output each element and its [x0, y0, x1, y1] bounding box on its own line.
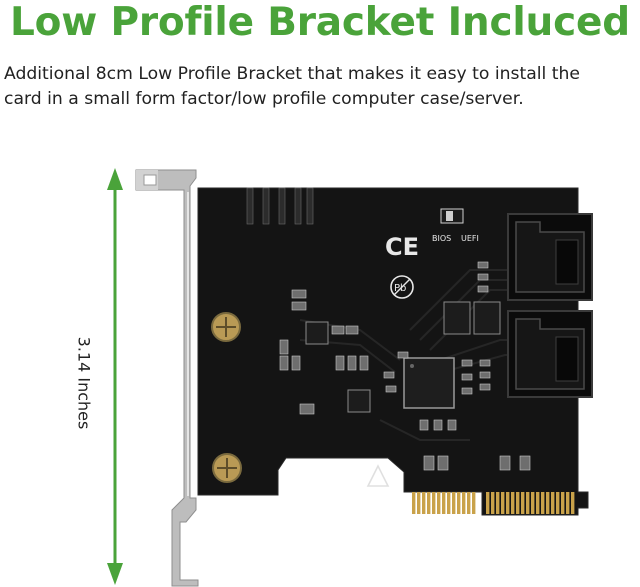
gold-finger	[491, 492, 495, 514]
smd-component	[461, 359, 473, 367]
gold-finger	[566, 492, 570, 514]
gold-finger	[501, 492, 505, 514]
smd-component	[335, 355, 345, 371]
headline: Low Profile Bracket Incluced	[10, 0, 630, 45]
smd-component	[383, 371, 395, 379]
smd-component	[479, 359, 491, 367]
gold-finger	[556, 492, 560, 514]
arrow-head-down	[107, 563, 123, 585]
gold-finger	[541, 492, 545, 514]
uefi-label: UEFI	[461, 234, 479, 243]
gold-finger	[437, 492, 441, 514]
gold-finger	[442, 492, 446, 514]
gold-finger	[432, 492, 436, 514]
smd-component	[437, 455, 449, 471]
gold-finger	[422, 492, 426, 514]
smd-component	[331, 325, 345, 335]
smd-component	[279, 355, 289, 371]
description-line-1: Additional 8cm Low Profile Bracket that …	[4, 64, 580, 84]
gold-finger	[417, 492, 421, 514]
smd-component	[291, 355, 301, 371]
smd-component	[477, 273, 489, 281]
gold-finger	[536, 492, 540, 514]
smd-component	[345, 325, 359, 335]
smd-component	[479, 383, 491, 391]
gold-finger	[516, 492, 520, 514]
arrow-head-up	[107, 168, 123, 190]
gold-finger	[447, 492, 451, 514]
gold-finger	[427, 492, 431, 514]
gold-finger	[486, 492, 490, 514]
smd-component	[519, 455, 531, 471]
smd-component	[433, 419, 443, 431]
bios-label: BIOS	[432, 234, 451, 243]
esd-warning-symbol	[366, 464, 390, 487]
pb-free-mark: Pb	[390, 275, 414, 299]
pb-label: Pb	[394, 283, 406, 294]
smd-component	[279, 339, 289, 355]
ce-mark: CE	[385, 233, 419, 261]
gold-finger	[571, 492, 575, 514]
bios-uefi-jumper: BIOS UEFI	[432, 208, 479, 243]
bracket-screw-bottom	[212, 453, 242, 483]
passive-components	[279, 261, 531, 471]
gold-finger	[467, 492, 471, 514]
smd-component	[419, 419, 429, 431]
smd-component	[477, 261, 489, 269]
gold-finger	[472, 492, 476, 514]
smd-component	[359, 355, 369, 371]
gold-finger	[496, 492, 500, 514]
smd-component	[423, 455, 435, 471]
smd-component	[397, 351, 409, 359]
description-line-2: card in a small form factor/low profile …	[4, 89, 524, 109]
gold-finger	[457, 492, 461, 514]
gold-finger	[506, 492, 510, 514]
smd-component	[499, 455, 511, 471]
gold-finger	[452, 492, 456, 514]
gold-finger	[531, 492, 535, 514]
gold-finger	[511, 492, 515, 514]
gold-finger	[462, 492, 466, 514]
sata-port-bottom	[507, 310, 593, 398]
led-row	[246, 187, 314, 225]
bracket-screw-top	[211, 312, 241, 342]
smd-component	[385, 385, 397, 393]
small-ics	[305, 301, 501, 413]
smd-component	[461, 387, 473, 395]
description: Additional 8cm Low Profile Bracket that …	[4, 62, 640, 112]
smd-component	[299, 403, 315, 415]
smd-component	[291, 301, 307, 311]
gold-finger	[561, 492, 565, 514]
pcie-gold-fingers	[412, 492, 575, 514]
smd-component	[477, 285, 489, 293]
smd-component	[347, 355, 357, 371]
gold-finger	[546, 492, 550, 514]
smd-component	[479, 371, 491, 379]
gold-finger	[551, 492, 555, 514]
sata-port-top	[507, 213, 593, 301]
smd-component	[291, 289, 307, 299]
smd-component	[461, 373, 473, 381]
low-profile-bracket	[135, 169, 199, 587]
gold-finger	[412, 492, 416, 514]
gold-finger	[521, 492, 525, 514]
gold-finger	[526, 492, 530, 514]
smd-component	[447, 419, 457, 431]
sata-controller-chip	[403, 357, 455, 409]
